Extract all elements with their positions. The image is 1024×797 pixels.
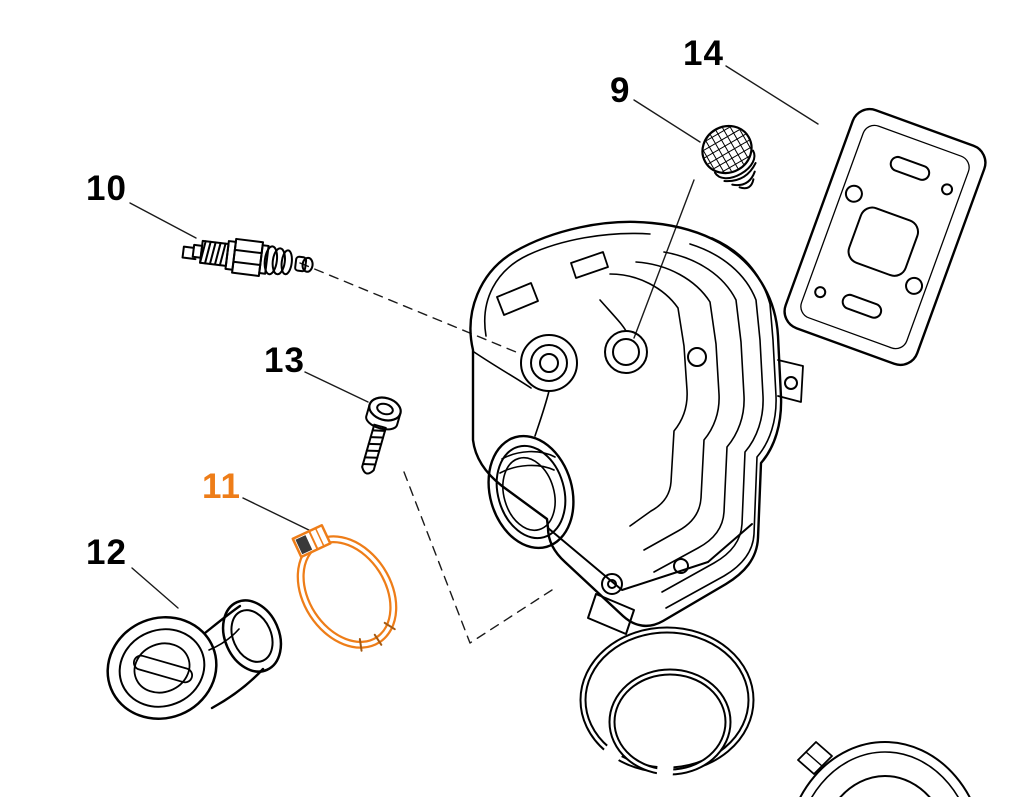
callout-9: 9 [610, 71, 631, 110]
leader-lines [129, 65, 819, 644]
mounting-base [547, 523, 753, 635]
spark-plug-port [520, 334, 578, 392]
spark-plug-drawing [181, 237, 314, 277]
secondary-port [604, 330, 648, 374]
callout-12: 12 [86, 533, 127, 572]
screen-plug-drawing [695, 118, 759, 190]
hose-clamp-drawing [291, 524, 398, 652]
callout-10: 10 [86, 169, 127, 208]
clamp-band-slots [358, 621, 396, 652]
intake-boot-drawing [106, 599, 283, 720]
cooling-fins [609, 237, 777, 609]
cylinder-assembly-drawing [469, 220, 804, 635]
callout-13: 13 [264, 341, 305, 380]
gasket-plate-drawing [783, 107, 987, 367]
cylinder-bore [487, 434, 575, 550]
bottom-right-partial-part-drawing [797, 741, 971, 797]
piston-rings-drawing [579, 626, 755, 785]
screw-drawing [361, 396, 402, 475]
clamp-screw-housing [291, 524, 332, 559]
callout-14: 14 [683, 34, 724, 73]
callout-11-highlighted: 11 [202, 467, 241, 506]
